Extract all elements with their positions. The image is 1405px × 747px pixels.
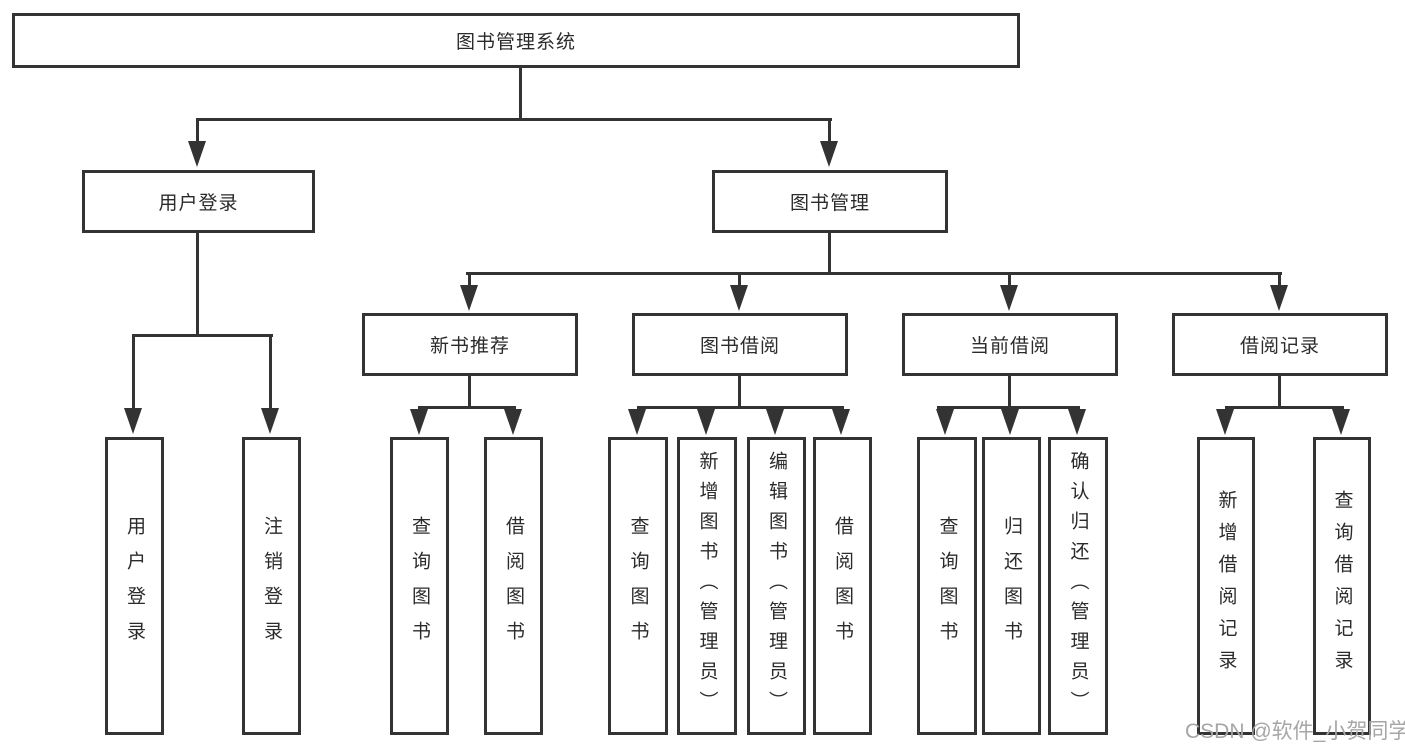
connector-line bbox=[418, 406, 516, 409]
connector-line bbox=[197, 118, 832, 121]
node-label: 当前借阅 bbox=[969, 336, 1050, 357]
node-leaf-logout: 注销登录 bbox=[242, 437, 301, 735]
arrow-down-icon bbox=[124, 408, 142, 434]
arrow-down-icon bbox=[1068, 409, 1086, 435]
node-leaf-user-login: 用户登录 bbox=[105, 437, 164, 735]
connector-line bbox=[1278, 376, 1281, 408]
node-library-management-system: 图书管理系统 bbox=[12, 13, 1020, 68]
arrow-down-icon bbox=[1000, 285, 1018, 311]
node-label: 新增图书（管理员） bbox=[696, 451, 718, 721]
node-leaf-query-books: 查询图书 bbox=[390, 437, 449, 735]
node-book-management-branch: 图书管理 bbox=[712, 170, 948, 233]
node-leaf-return-books: 归还图书 bbox=[982, 437, 1041, 735]
connector-line bbox=[1008, 376, 1011, 408]
connector-line bbox=[828, 233, 831, 274]
connector-line bbox=[269, 334, 272, 411]
node-user-login-branch: 用户登录 bbox=[82, 170, 315, 233]
connector-line bbox=[637, 406, 844, 409]
node-label: 归还图书 bbox=[1001, 516, 1022, 656]
node-label: 借阅图书 bbox=[503, 516, 524, 656]
arrow-down-icon bbox=[188, 141, 206, 167]
node-label: 图书借阅 bbox=[699, 336, 780, 357]
arrow-down-icon bbox=[697, 409, 715, 435]
node-label: 用户登录 bbox=[158, 193, 239, 214]
node-label: 查询图书 bbox=[409, 516, 430, 656]
node-leaf-borrow-books: 借阅图书 bbox=[813, 437, 872, 735]
connector-line bbox=[466, 272, 1282, 275]
arrow-down-icon bbox=[936, 409, 954, 435]
connector-line bbox=[1278, 272, 1281, 288]
node-label: 查询图书 bbox=[936, 516, 958, 656]
node-leaf-add-borrow-record: 新增借阅记录 bbox=[1197, 437, 1255, 735]
node-label: 借阅记录 bbox=[1239, 336, 1320, 357]
arrow-down-icon bbox=[730, 285, 748, 311]
arrow-down-icon bbox=[460, 285, 478, 311]
connector-line bbox=[828, 118, 831, 146]
connector-line bbox=[738, 376, 741, 408]
node-leaf-edit-books-admin: 编辑图书（管理员） bbox=[747, 437, 806, 735]
connector-line bbox=[132, 334, 135, 411]
node-new-book-recommend: 新书推荐 bbox=[362, 313, 578, 376]
node-label: 编辑图书（管理员） bbox=[766, 451, 787, 721]
connector-line bbox=[937, 406, 1080, 409]
node-label: 图书管理 bbox=[789, 193, 870, 214]
connector-line bbox=[1225, 406, 1344, 409]
connector-line bbox=[468, 376, 471, 408]
node-leaf-add-books-admin: 新增图书（管理员） bbox=[677, 437, 737, 735]
connector-line bbox=[1008, 272, 1011, 288]
connector-line bbox=[519, 66, 522, 120]
node-label: 注销登录 bbox=[261, 516, 282, 656]
node-label: 新书推荐 bbox=[429, 336, 510, 357]
arrow-down-icon bbox=[1216, 409, 1234, 435]
arrow-down-icon bbox=[1332, 409, 1350, 435]
node-leaf-query-borrow-record: 查询借阅记录 bbox=[1313, 437, 1371, 735]
node-label: 查询借阅记录 bbox=[1331, 490, 1353, 682]
arrow-down-icon bbox=[766, 409, 784, 435]
node-label: 用户登录 bbox=[124, 516, 145, 656]
arrow-down-icon bbox=[832, 409, 850, 435]
arrow-down-icon bbox=[504, 409, 522, 435]
csdn-watermark: CSDN @软件_小贺同学 bbox=[1185, 720, 1405, 743]
connector-line bbox=[738, 272, 741, 288]
node-label: 新增借阅记录 bbox=[1215, 490, 1237, 682]
connector-line bbox=[468, 272, 471, 288]
node-leaf-confirm-return-admin: 确认归还（管理员） bbox=[1048, 437, 1108, 735]
node-label: 查询图书 bbox=[627, 516, 649, 656]
arrow-down-icon bbox=[1001, 409, 1019, 435]
arrow-down-icon bbox=[261, 408, 279, 434]
node-leaf-query-books: 查询图书 bbox=[917, 437, 977, 735]
node-label: 借阅图书 bbox=[832, 516, 853, 656]
node-borrow-record: 借阅记录 bbox=[1172, 313, 1388, 376]
node-leaf-query-books: 查询图书 bbox=[608, 437, 668, 735]
connector-line bbox=[196, 118, 199, 146]
connector-line bbox=[133, 334, 273, 337]
connector-line bbox=[196, 233, 199, 336]
arrow-down-icon bbox=[628, 409, 646, 435]
node-label: 图书管理系统 bbox=[455, 32, 576, 53]
node-leaf-borrow-books: 借阅图书 bbox=[484, 437, 543, 735]
node-label: 确认归还（管理员） bbox=[1067, 451, 1089, 721]
node-book-borrow: 图书借阅 bbox=[632, 313, 848, 376]
arrow-down-icon bbox=[410, 409, 428, 435]
node-current-borrow: 当前借阅 bbox=[902, 313, 1118, 376]
arrow-down-icon bbox=[820, 141, 838, 167]
arrow-down-icon bbox=[1270, 285, 1288, 311]
